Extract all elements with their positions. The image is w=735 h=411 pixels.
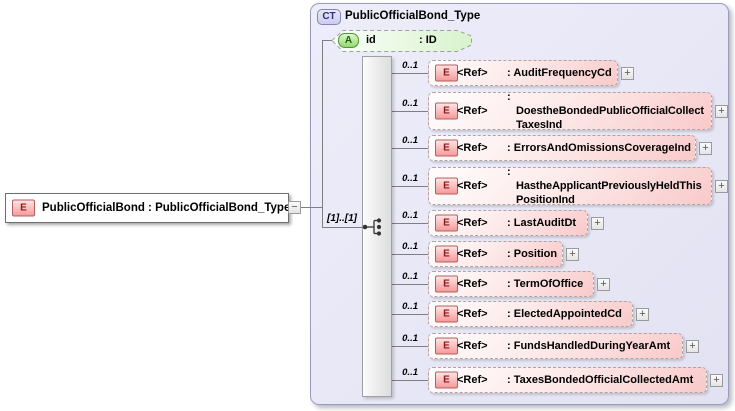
expand-toggle[interactable]: + bbox=[636, 308, 649, 321]
cardinality-label: 0..1 bbox=[402, 98, 418, 109]
connector-line bbox=[392, 186, 428, 187]
expand-toggle[interactable]: + bbox=[710, 374, 723, 387]
element-name: : FundsHandledDuringYearAmt bbox=[507, 340, 671, 352]
connector-line bbox=[392, 346, 428, 347]
element-name: : ErrorsAndOmissionsCoverageInd bbox=[507, 142, 692, 154]
expand-toggle[interactable]: + bbox=[715, 105, 728, 118]
expand-toggle[interactable]: + bbox=[715, 180, 728, 193]
plus-icon: + bbox=[594, 217, 601, 229]
expand-toggle[interactable]: + bbox=[591, 217, 604, 230]
element-node-electedappointedcd[interactable]: E <Ref> : ElectedAppointedCd bbox=[428, 301, 633, 327]
expand-toggle[interactable]: + bbox=[597, 278, 610, 291]
element-badge-icon: E bbox=[435, 371, 458, 389]
connector-line bbox=[392, 223, 428, 224]
element-name: : AuditFrequencyCd bbox=[507, 67, 612, 79]
plus-icon: + bbox=[689, 340, 696, 352]
cardinality-label: 0..1 bbox=[402, 333, 418, 344]
expand-toggle[interactable]: + bbox=[566, 248, 579, 261]
element-ref: <Ref> bbox=[457, 142, 488, 154]
element-name: : ElectedAppointedCd bbox=[507, 308, 622, 320]
element-ref: <Ref> bbox=[457, 105, 488, 117]
element-badge-icon: E bbox=[12, 199, 35, 217]
element-badge-icon: E bbox=[435, 102, 458, 120]
plus-icon: + bbox=[702, 142, 709, 154]
expand-toggle[interactable]: + bbox=[621, 67, 634, 80]
element-name: : TermOfOffice bbox=[507, 278, 584, 290]
element-badge-icon: E bbox=[435, 214, 458, 232]
connector-line bbox=[392, 380, 428, 381]
plus-icon: + bbox=[569, 248, 576, 260]
element-ref: <Ref> bbox=[457, 308, 488, 320]
collapse-toggle[interactable]: − bbox=[288, 201, 301, 214]
cardinality-label: 0..1 bbox=[402, 210, 418, 221]
minus-icon: − bbox=[291, 201, 298, 213]
cardinality-label: 0..1 bbox=[402, 271, 418, 282]
element-node-fundshandledduringyearamt[interactable]: E <Ref> : FundsHandledDuringYearAmt bbox=[428, 333, 683, 359]
cardinality-label: 0..1 bbox=[402, 173, 418, 184]
element-node-taxesbondedofficialcollectedamt[interactable]: E <Ref> : TaxesBondedOfficialCollectedAm… bbox=[428, 367, 707, 393]
sequence-cardinality: [1]..[1] bbox=[327, 213, 357, 224]
element-badge-icon: E bbox=[435, 305, 458, 323]
element-node-hastheapplicantpreviouslyheldthispositionind[interactable]: E <Ref> : HastheApplicantPreviouslyHeldT… bbox=[428, 166, 712, 206]
element-name: : HastheApplicantPreviouslyHeldThisPosit… bbox=[507, 166, 702, 206]
element-node-auditfrequencycd[interactable]: E <Ref> : AuditFrequencyCd bbox=[428, 60, 618, 86]
connector-line bbox=[392, 284, 428, 285]
connector-root-to-branch bbox=[301, 207, 322, 208]
expand-toggle[interactable]: + bbox=[699, 142, 712, 155]
attribute-node-id[interactable]: A id : ID bbox=[330, 29, 474, 53]
element-badge-icon: E bbox=[435, 139, 458, 157]
element-node-doesthebondedpublicofficialcollecttaxesind[interactable]: E <Ref> : DoestheBondedPublicOfficialCol… bbox=[428, 91, 712, 131]
element-node-errorsandomissionscoverageind[interactable]: E <Ref> : ErrorsAndOmissionsCoverageInd bbox=[428, 135, 696, 161]
element-node-position[interactable]: E <Ref> : Position bbox=[428, 241, 563, 267]
plus-icon: + bbox=[639, 308, 646, 320]
root-element-label: PublicOfficialBond : PublicOfficialBond_… bbox=[42, 202, 291, 214]
expand-toggle[interactable]: + bbox=[686, 340, 699, 353]
element-ref: <Ref> bbox=[457, 217, 488, 229]
element-ref: <Ref> bbox=[457, 340, 488, 352]
connector-line bbox=[392, 73, 428, 74]
element-ref: <Ref> bbox=[457, 248, 488, 260]
connector-to-attribute bbox=[322, 40, 332, 41]
element-name: : TaxesBondedOfficialCollectedAmt bbox=[507, 374, 694, 386]
element-ref: <Ref> bbox=[457, 67, 488, 79]
connector-line bbox=[392, 111, 428, 112]
complex-type-title: PublicOfficialBond_Type bbox=[345, 10, 481, 22]
attribute-shape bbox=[331, 30, 472, 52]
element-ref: <Ref> bbox=[457, 180, 488, 192]
cardinality-label: 0..1 bbox=[402, 367, 418, 378]
attribute-type: : ID bbox=[419, 34, 437, 46]
element-badge-icon: E bbox=[435, 275, 458, 293]
plus-icon: + bbox=[718, 105, 725, 117]
element-ref: <Ref> bbox=[457, 374, 488, 386]
attribute-name: id bbox=[366, 34, 376, 46]
cardinality-label: 0..1 bbox=[402, 301, 418, 312]
plus-icon: + bbox=[624, 67, 631, 79]
connector-line bbox=[392, 254, 428, 255]
element-badge-icon: E bbox=[435, 64, 458, 82]
element-badge-icon: E bbox=[435, 337, 458, 355]
element-node-lastauditdt[interactable]: E <Ref> : LastAuditDt bbox=[428, 210, 588, 236]
plus-icon: + bbox=[718, 180, 725, 192]
connector-line bbox=[392, 148, 428, 149]
attribute-badge-icon: A bbox=[338, 33, 359, 48]
element-name: : LastAuditDt bbox=[507, 217, 577, 229]
sequence-icon bbox=[362, 218, 382, 236]
element-name: : Position bbox=[507, 248, 558, 260]
connector-branch-vertical bbox=[322, 40, 323, 228]
cardinality-label: 0..1 bbox=[402, 241, 418, 252]
element-badge-icon: E bbox=[435, 245, 458, 263]
plus-icon: + bbox=[713, 374, 720, 386]
cardinality-label: 0..1 bbox=[402, 60, 418, 71]
element-name: : DoestheBondedPublicOfficialCollectTaxe… bbox=[507, 91, 704, 131]
connector-line bbox=[392, 314, 428, 315]
element-ref: <Ref> bbox=[457, 278, 488, 290]
element-badge-icon: E bbox=[435, 177, 458, 195]
element-node-termofoffice[interactable]: E <Ref> : TermOfOffice bbox=[428, 271, 594, 297]
root-element-node[interactable]: E PublicOfficialBond : PublicOfficialBon… bbox=[5, 193, 291, 223]
complex-type-badge: CT bbox=[317, 9, 341, 25]
plus-icon: + bbox=[600, 278, 607, 290]
connector-to-sequence bbox=[322, 227, 366, 228]
cardinality-label: 0..1 bbox=[402, 135, 418, 146]
